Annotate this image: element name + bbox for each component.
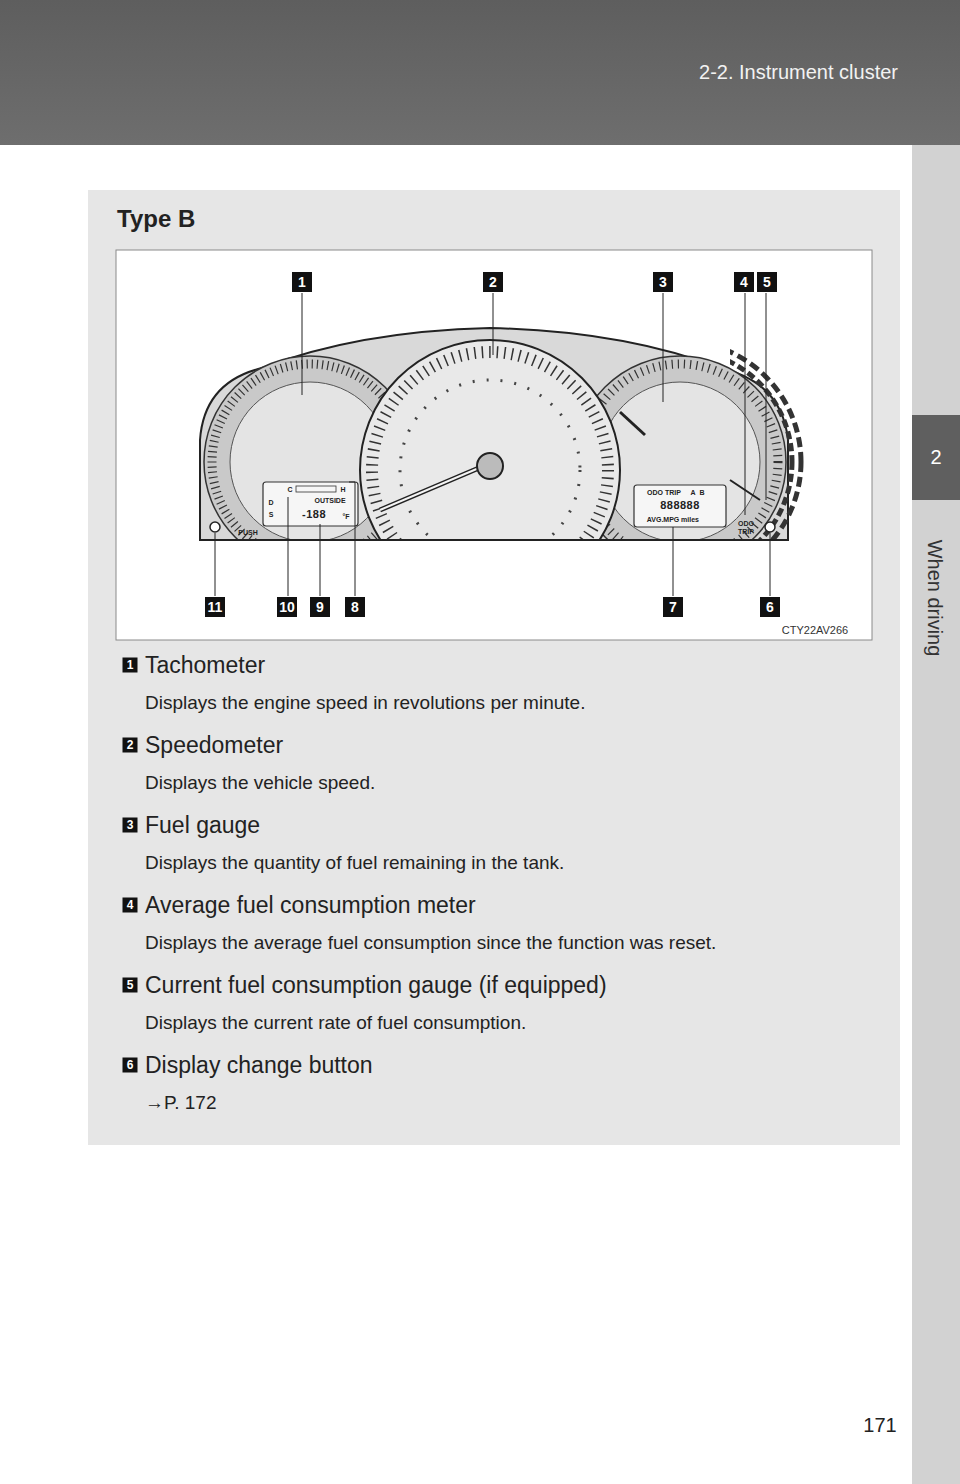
- display-text: AVG.MPG: [647, 516, 680, 523]
- leader-line: [770, 533, 771, 596]
- header-band: [0, 0, 960, 145]
- leader-line: [766, 293, 767, 500]
- chapter-title: When driving: [923, 540, 946, 657]
- fuel-needle: [620, 412, 645, 435]
- display-change-button: [765, 522, 775, 532]
- chapter-number: 2: [930, 446, 941, 469]
- callout-number: 1: [292, 272, 312, 292]
- display-text: miles: [681, 516, 699, 523]
- callout-number: 6: [760, 597, 780, 617]
- average-consumption-arc: [730, 350, 792, 540]
- display-text: ODO TRIP: [647, 489, 681, 496]
- speedometer-ticks: [372, 352, 608, 540]
- callout-number: 11: [205, 597, 225, 617]
- temperature-bar: [296, 486, 336, 492]
- right-display: [634, 485, 726, 527]
- item-description: Displays the vehicle speed.: [145, 772, 375, 794]
- callout-number: 2: [483, 272, 503, 292]
- callout-number: 9: [310, 597, 330, 617]
- needle-hub: [477, 453, 503, 479]
- leader-line: [302, 293, 303, 395]
- callout-number: 8: [345, 597, 365, 617]
- figure-frame: [116, 250, 872, 640]
- leader-line: [288, 497, 289, 596]
- item-description: Displays the quantity of fuel remaining …: [145, 852, 564, 874]
- display-text: -188: [302, 508, 326, 520]
- chapter-tab: [912, 415, 960, 500]
- speed-needle: [380, 465, 486, 510]
- item-description: Displays the current rate of fuel consum…: [145, 1012, 526, 1034]
- item-heading: Current fuel consumption gauge (if equip…: [145, 972, 607, 999]
- leader-line: [663, 293, 664, 402]
- item-heading: Tachometer: [145, 652, 265, 679]
- callout-number: 5: [757, 272, 777, 292]
- speedometer-dial: [360, 340, 620, 540]
- side-strip: [912, 145, 960, 1484]
- panel-title: Type B: [117, 205, 195, 233]
- item-description: Displays the average fuel consumption si…: [145, 932, 716, 954]
- item-heading: Speedometer: [145, 732, 283, 759]
- item-marker: 1: [123, 658, 138, 673]
- dial-text: TRIP: [738, 528, 754, 535]
- item-marker: 5: [123, 978, 138, 993]
- leader-lines: [215, 293, 770, 596]
- dial-text: C: [287, 486, 292, 493]
- display-text: 888888: [660, 499, 700, 511]
- dial-text: PUSH: [238, 529, 257, 536]
- item-marker: 2: [123, 738, 138, 753]
- leader-line: [745, 293, 746, 515]
- speed-needle-highlight: [380, 465, 486, 510]
- callout-number: 4: [734, 272, 754, 292]
- page-number: 171: [863, 1414, 896, 1437]
- callout-number: 7: [663, 597, 683, 617]
- item-marker: 6: [123, 1058, 138, 1073]
- section-header: 2-2. Instrument cluster: [699, 61, 898, 84]
- display-text: OUTSIDE: [314, 497, 345, 504]
- display-text: B: [699, 489, 704, 496]
- figure-code: CTY22AV266: [782, 624, 848, 636]
- item-description: →P. 172: [145, 1092, 216, 1114]
- item-heading: Average fuel consumption meter: [145, 892, 476, 919]
- dial-text: ODO: [738, 520, 754, 527]
- leader-line: [349, 482, 355, 596]
- item-marker: 4: [123, 898, 138, 913]
- item-description: Displays the engine speed in revolutions…: [145, 692, 585, 714]
- left-display: [263, 482, 358, 526]
- item-marker: 3: [123, 818, 138, 833]
- leader-line: [673, 527, 674, 596]
- leader-line: [320, 524, 321, 596]
- fuel-gauge-face: [600, 382, 760, 540]
- callout-number: 10: [277, 597, 297, 617]
- display-text: D: [268, 499, 273, 506]
- leader-line: [215, 533, 216, 596]
- knob-left: [210, 522, 220, 532]
- item-heading: Display change button: [145, 1052, 373, 1079]
- display-text: °F: [342, 513, 349, 520]
- display-text: S: [269, 511, 274, 518]
- speedometer-inner-dots: [400, 380, 580, 540]
- item-heading: Fuel gauge: [145, 812, 260, 839]
- display-text: A: [690, 489, 695, 496]
- callout-number: 3: [653, 272, 673, 292]
- leader-line: [493, 293, 494, 355]
- dial-text: H: [340, 486, 345, 493]
